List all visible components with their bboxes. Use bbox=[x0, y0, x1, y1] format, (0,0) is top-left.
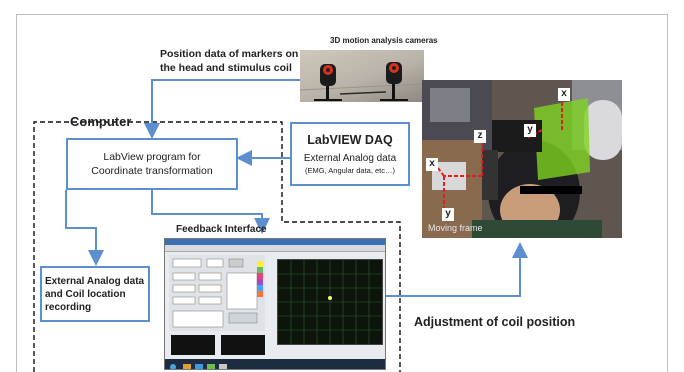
window-titlebar bbox=[165, 239, 385, 245]
axis-label-x-top: x bbox=[558, 88, 570, 101]
recording-box: External Analog data and Coil location r… bbox=[40, 266, 150, 322]
feedback-interface-screenshot bbox=[164, 238, 386, 370]
axis-label-z: z bbox=[474, 130, 486, 143]
axis-label-y-coil: y bbox=[524, 124, 536, 137]
arrow-program-to-feedback bbox=[151, 190, 270, 234]
labview-daq-title: LabVIEW DAQ bbox=[307, 133, 393, 147]
labview-daq-box: LabVIEW DAQ External Analog data (EMG, A… bbox=[290, 122, 410, 186]
labview-program-box: LabView program for Coordinate transform… bbox=[66, 138, 238, 190]
cameras-label: 3D motion analysis cameras bbox=[330, 36, 438, 45]
control-panel bbox=[169, 255, 265, 331]
external-analog-label: External Analog data bbox=[303, 153, 397, 164]
cameras-photo bbox=[300, 50, 424, 102]
computer-label: Computer bbox=[70, 114, 132, 129]
coil-position-marker bbox=[328, 296, 332, 300]
adjustment-label: Adjustment of coil position bbox=[414, 315, 576, 329]
axis-label-y-bottom: y bbox=[442, 208, 454, 221]
arrow-adjustment-to-photo bbox=[384, 242, 528, 297]
position-plot bbox=[277, 259, 383, 345]
figure-border bbox=[16, 14, 668, 372]
taskbar bbox=[165, 359, 385, 369]
subject-photo bbox=[422, 80, 622, 238]
color-swatches bbox=[257, 261, 263, 301]
window-menubar bbox=[165, 245, 385, 252]
external-analog-sub-label: (EMG, Angular data, etc…) bbox=[304, 166, 396, 175]
arrow-program-to-recording bbox=[65, 190, 104, 266]
labview-program-label: LabView program for Coordinate transform… bbox=[91, 151, 213, 177]
position-data-label: Position data of markers on the head and… bbox=[160, 48, 299, 74]
computer-dashed-boundary bbox=[33, 121, 401, 372]
feedback-interface-label: Feedback Interface bbox=[176, 224, 267, 235]
mini-chart-1 bbox=[171, 335, 215, 355]
axis-label-x-left: x bbox=[426, 158, 438, 171]
recording-label: External Analog data and Coil location r… bbox=[45, 275, 145, 313]
arrow-cameras-to-program bbox=[144, 79, 300, 139]
moving-frame-label: Moving frame bbox=[428, 223, 483, 233]
mini-chart-2 bbox=[221, 335, 265, 355]
